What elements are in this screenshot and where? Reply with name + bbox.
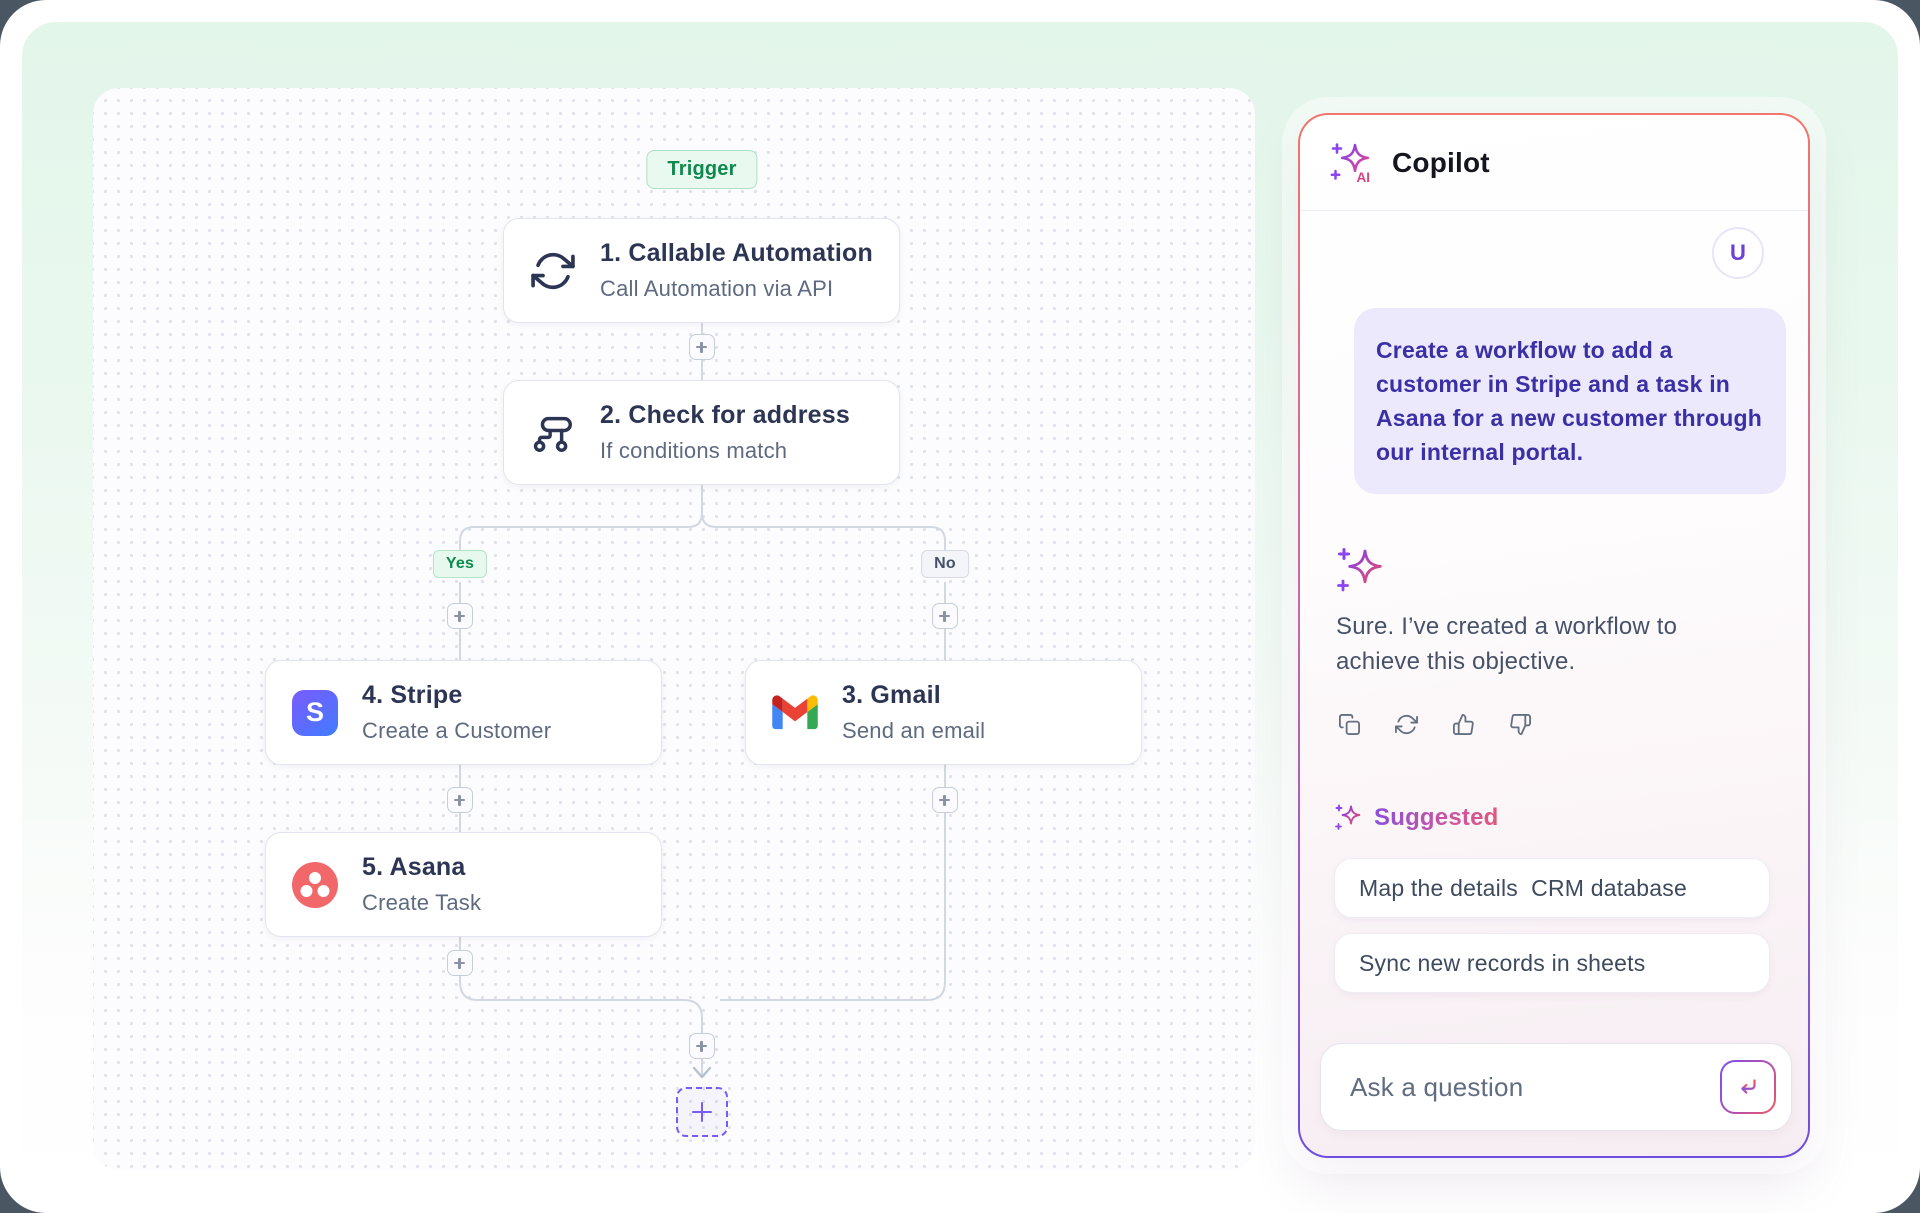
node-check-for-address[interactable]: 2. Check for address If conditions match <box>503 380 900 485</box>
node-title: 2. Check for address <box>600 401 850 429</box>
node-subtitle: Create a Customer <box>362 718 552 743</box>
ask-question-input[interactable] <box>1348 1070 1720 1104</box>
copilot-panel: AI Copilot U Create a workflow to add a … <box>1298 113 1810 1158</box>
thumbs-up-icon[interactable] <box>1452 713 1475 736</box>
gmail-icon <box>772 694 818 731</box>
node-asana[interactable]: 5. Asana Create Task <box>265 832 662 937</box>
add-step-button[interactable] <box>689 1033 715 1059</box>
branch-paths-icon <box>530 410 576 456</box>
node-stripe[interactable]: S 4. Stripe Create a Customer <box>265 660 662 765</box>
asana-icon <box>292 861 338 908</box>
branch-no-badge: No <box>921 550 969 578</box>
assistant-message: Sure. I’ve created a workflow to achieve… <box>1336 613 1678 675</box>
user-avatar: U <box>1712 227 1764 279</box>
add-step-button[interactable] <box>447 950 473 976</box>
sync-arrows-icon <box>530 248 576 294</box>
add-step-button[interactable] <box>689 334 715 360</box>
node-callable-automation[interactable]: 1. Callable Automation Call Automation v… <box>503 218 900 323</box>
stripe-icon: S <box>292 689 338 736</box>
copy-icon[interactable] <box>1338 713 1361 736</box>
suggested-title: Suggested <box>1374 804 1499 831</box>
trigger-badge[interactable]: Trigger <box>646 150 758 189</box>
regenerate-icon[interactable] <box>1395 713 1418 736</box>
suggested-chip[interactable]: Map the details CRM database <box>1334 858 1770 918</box>
add-step-button[interactable] <box>932 787 958 813</box>
suggested-chip[interactable]: Sync new records in sheets <box>1334 933 1770 993</box>
node-title: 5. Asana <box>362 853 466 881</box>
assistant-sparkle-icon <box>1334 543 1390 604</box>
svg-text:AI: AI <box>1357 170 1371 185</box>
node-subtitle: Call Automation via API <box>600 276 834 301</box>
node-gmail[interactable]: 3. Gmail Send an email <box>745 660 1142 765</box>
thumbs-down-icon[interactable] <box>1509 713 1532 736</box>
copilot-ai-icon: AI <box>1328 140 1376 186</box>
copilot-title: Copilot <box>1392 146 1490 178</box>
node-title: 3. Gmail <box>842 681 941 709</box>
enter-icon <box>1735 1074 1761 1100</box>
suggested-section-header: Suggested <box>1334 803 1498 833</box>
workflow-canvas[interactable]: Trigger 1. Callable Automation Call Auto… <box>93 88 1255 1170</box>
suggested-sparkle-icon <box>1334 803 1364 833</box>
node-subtitle: If conditions match <box>600 438 788 463</box>
copilot-chat: U Create a workflow to add a customer in… <box>1300 211 1808 1159</box>
node-subtitle: Send an email <box>842 718 986 743</box>
message-actions <box>1338 713 1532 736</box>
ask-question-box <box>1320 1043 1792 1131</box>
add-step-drop-target[interactable] <box>676 1087 728 1137</box>
add-step-button[interactable] <box>447 603 473 629</box>
node-subtitle: Create Task <box>362 890 482 915</box>
user-message-bubble: Create a workflow to add a customer in S… <box>1354 308 1786 494</box>
branch-yes-badge: Yes <box>432 550 488 578</box>
add-step-button[interactable] <box>932 603 958 629</box>
send-button[interactable] <box>1720 1060 1776 1114</box>
add-step-button[interactable] <box>447 787 473 813</box>
node-title: 4. Stripe <box>362 681 463 709</box>
node-title: 1. Callable Automation <box>600 239 873 267</box>
copilot-header: AI Copilot <box>1300 115 1808 211</box>
